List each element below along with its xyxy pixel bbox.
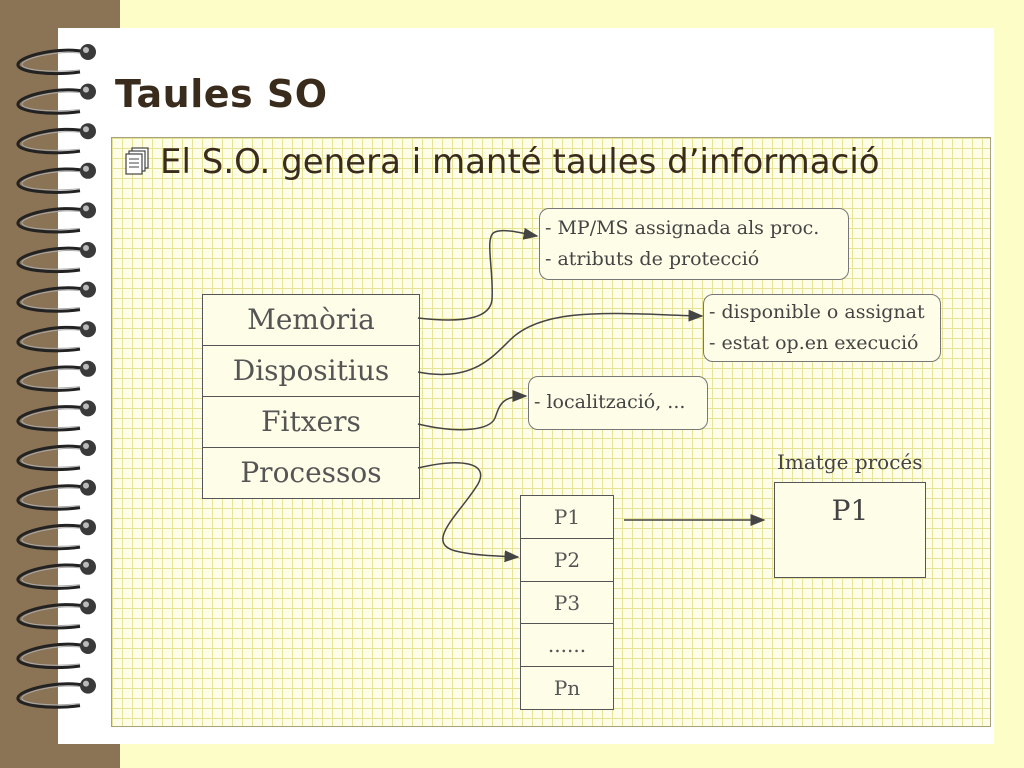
spiral-ring <box>16 523 87 551</box>
spiral-ring <box>16 127 87 155</box>
memory-callout-line-2: - atributs de protecció <box>545 248 760 270</box>
spiral-ring <box>16 207 87 234</box>
table-files: Fitxers <box>203 397 419 448</box>
spiral-ring <box>16 167 87 194</box>
spiral-ring <box>16 603 87 630</box>
table-devices: Dispositius <box>203 346 419 397</box>
devices-callout: - disponible o assignat - estat op.en ex… <box>703 294 941 362</box>
bullet-point: El S.O. genera i manté taules d’informac… <box>122 142 880 182</box>
files-callout-line-1: - localització, ... <box>534 391 686 413</box>
memory-callout-line-1: - MP/MS assignada als proc. <box>545 217 820 239</box>
table-processes: Processos <box>240 456 382 489</box>
spiral-ring <box>16 286 87 313</box>
spiral-ring <box>16 444 87 472</box>
memory-callout: - MP/MS assignada als proc. - atributs d… <box>539 208 849 280</box>
bullet-text: El S.O. genera i manté taules d’informac… <box>160 142 880 182</box>
spiral-ring <box>16 563 87 590</box>
process-item: P1 <box>521 496 613 539</box>
process-item: P2 <box>521 539 613 582</box>
spiral-ring <box>16 48 87 76</box>
files-callout: - localització, ... <box>528 376 708 430</box>
devices-callout-line-1: - disponible o assignat <box>709 301 925 323</box>
spiral-ring <box>16 682 87 709</box>
process-image-content: P1 <box>831 494 869 527</box>
spiral-ring <box>16 484 87 511</box>
spiral-ring <box>16 405 87 432</box>
spiral-ring <box>16 325 87 353</box>
table-memory: Memòria <box>203 295 419 346</box>
process-item: P3 <box>521 582 613 625</box>
slide-title: Taules SO <box>115 72 328 116</box>
os-tables-stack: Memòria Dispositius Fitxers Processos <box>202 294 420 499</box>
devices-callout-line-2: - estat op.en execució <box>709 332 919 354</box>
stacked-pages-icon <box>125 147 149 175</box>
spiral-ring <box>16 246 87 274</box>
process-item: ...... <box>521 624 613 668</box>
spiral-ring <box>16 365 87 392</box>
process-item: Pn <box>553 676 581 701</box>
spiral-ring <box>16 88 87 115</box>
process-image-box: P1 <box>774 482 926 578</box>
process-image-label: Imatge procés <box>777 450 923 474</box>
spiral-ring <box>16 642 87 670</box>
spiral-binding <box>16 44 96 709</box>
process-list: P1 P2 P3 ...... Pn <box>520 495 614 710</box>
